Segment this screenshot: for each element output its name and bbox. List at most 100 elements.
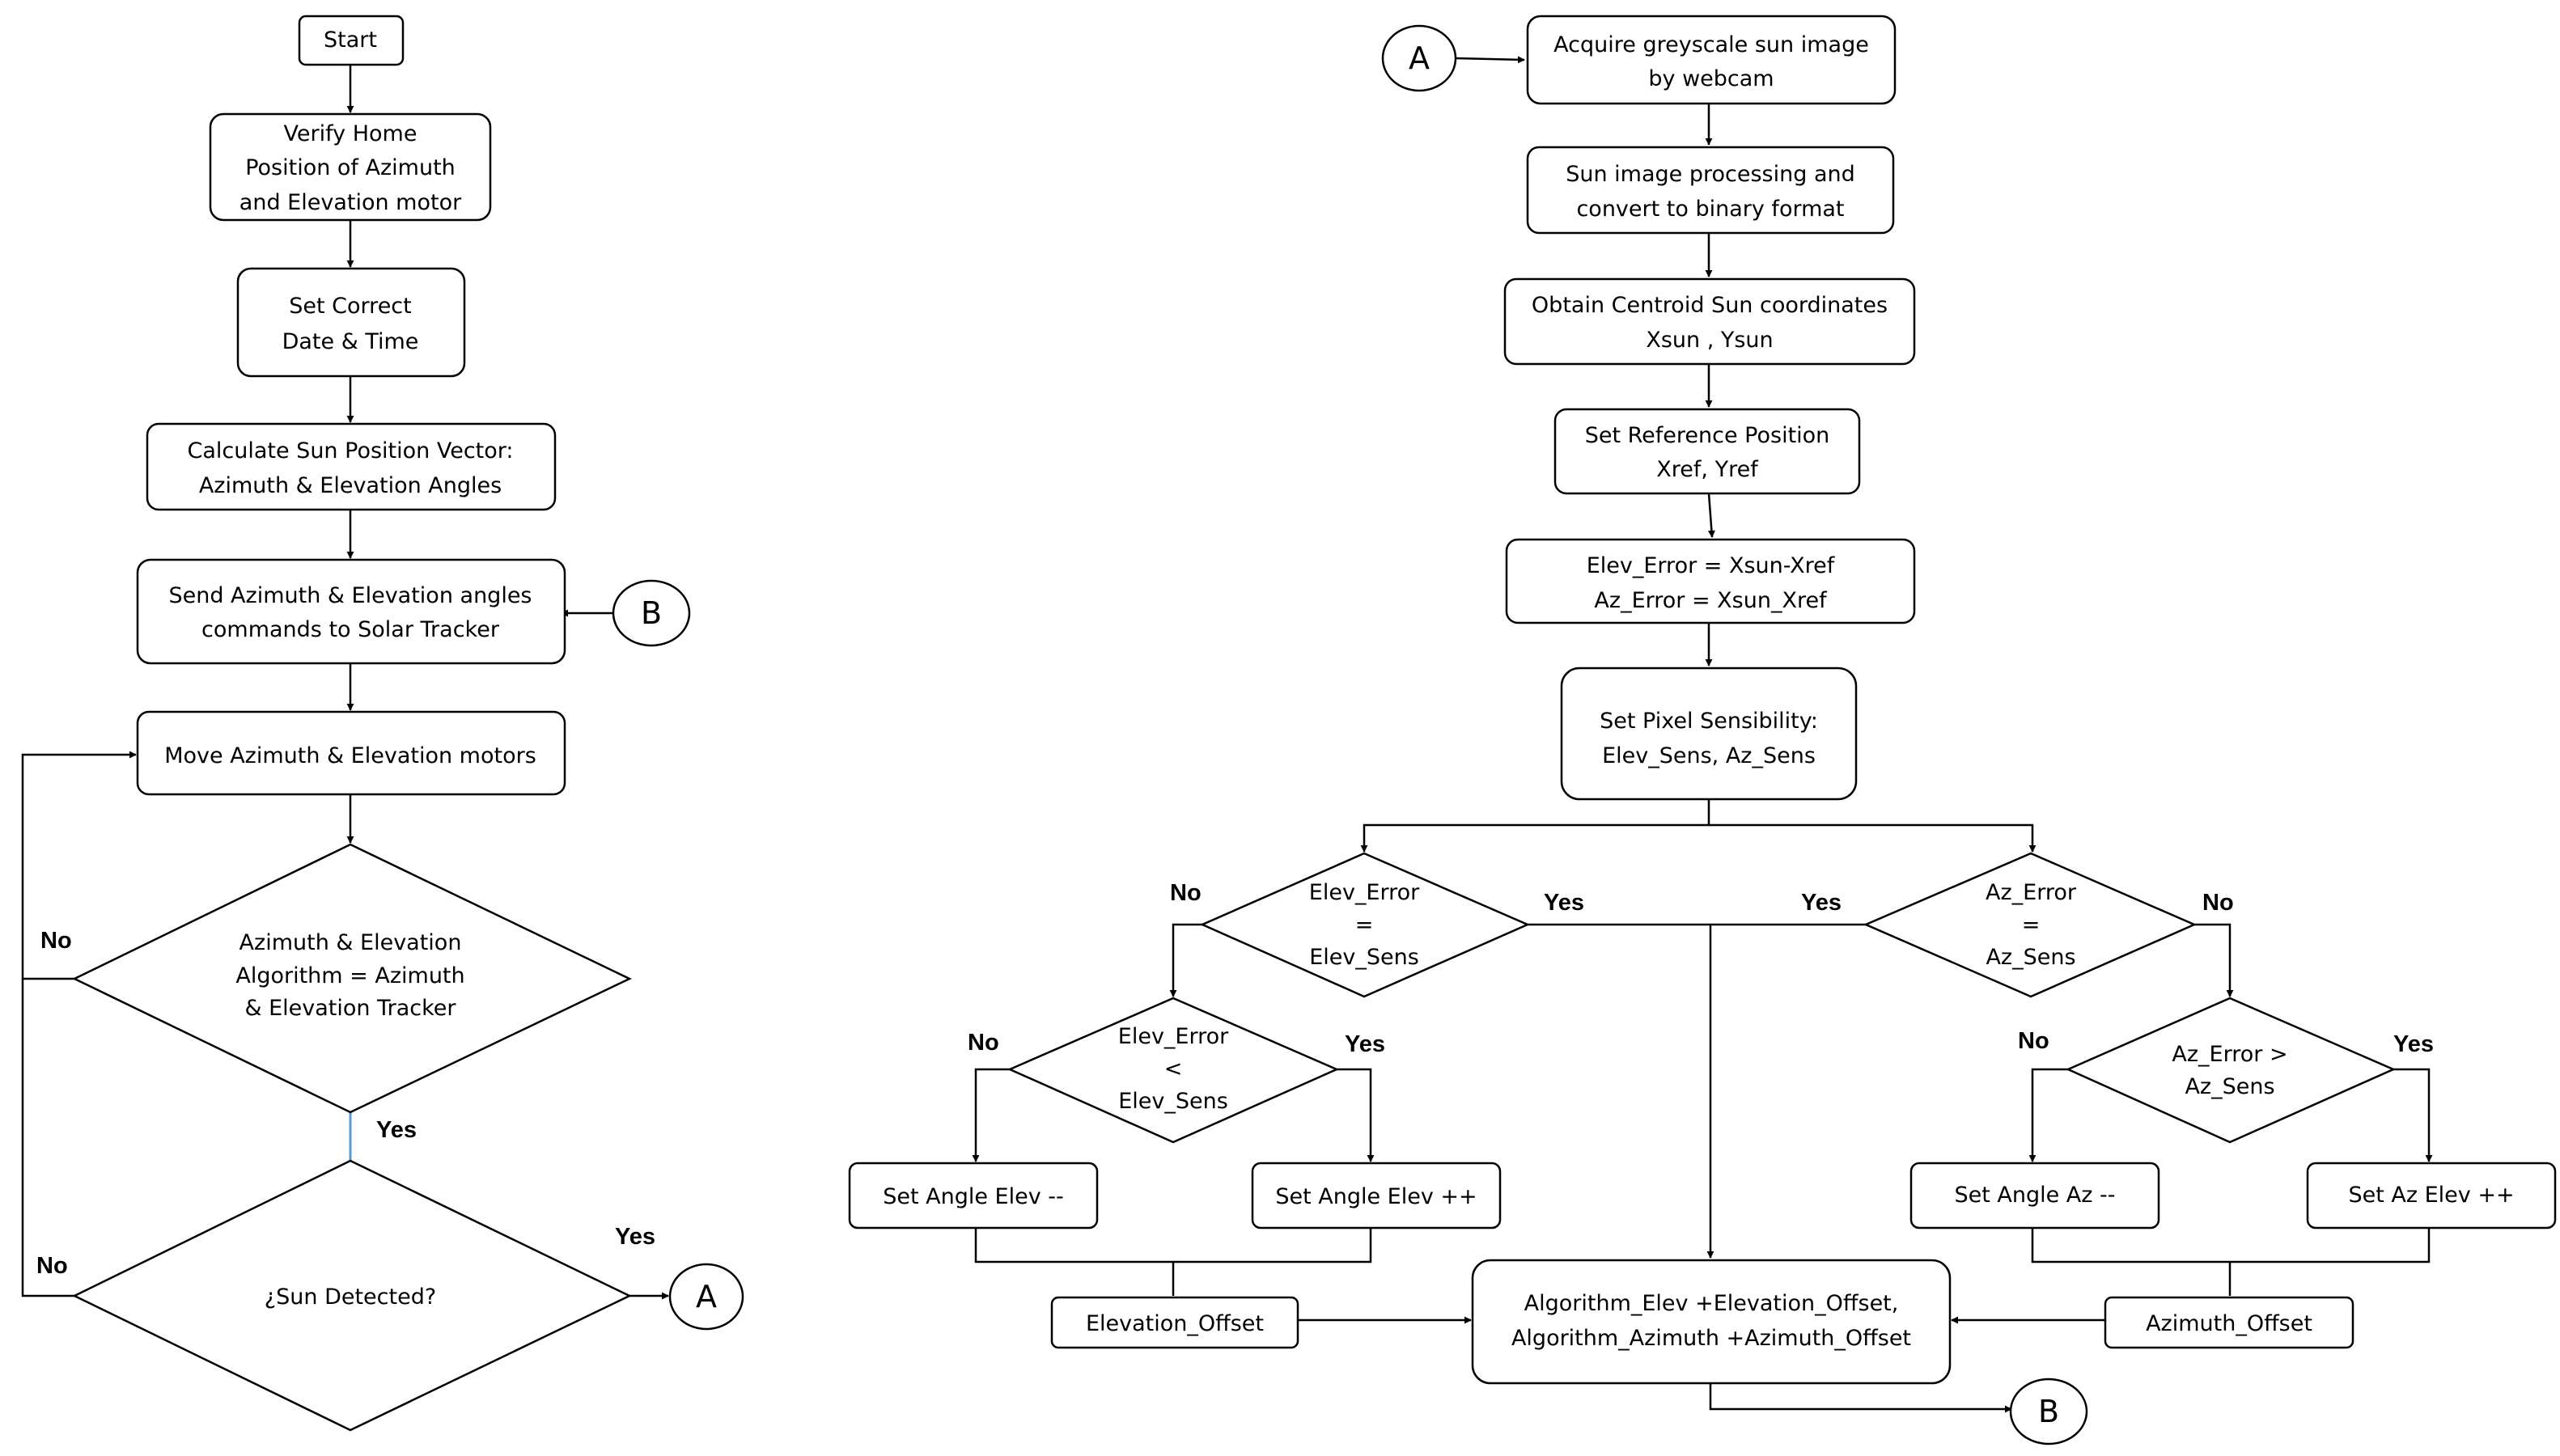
svg-text:Set Pixel Sensibility:: Set Pixel Sensibility:: [1600, 709, 1818, 734]
svg-text:Verify Home: Verify Home: [284, 121, 417, 146]
svg-text:Elev_Sens: Elev_Sens: [1309, 945, 1419, 970]
verify-home-box: Verify Home Position of Azimuth and Elev…: [209, 112, 492, 222]
elev-less-decision: Elev_Error < Elev_Sens: [1007, 997, 1340, 1144]
svg-text:<: <: [1164, 1056, 1183, 1081]
svg-text:commands to Solar Tracker: commands to Solar Tracker: [201, 617, 500, 642]
svg-text:Az_Error = Xsun_Xref: Az_Error = Xsun_Xref: [1594, 588, 1828, 613]
connector-b-left: B: [612, 579, 691, 647]
svg-text:Elev_Sens, Az_Sens: Elev_Sens, Az_Sens: [1602, 743, 1816, 768]
set-az-minus-box: Set Angle Az --: [1909, 1162, 2160, 1230]
svg-text:and Elevation motor: and Elevation motor: [239, 190, 462, 215]
algorithm-decision: Azimuth & Elevation Algorithm = Azimuth …: [72, 843, 632, 1114]
svg-text:Elev_Error = Xsun-Xref: Elev_Error = Xsun-Xref: [1587, 553, 1836, 578]
loop-no-sun: [21, 979, 74, 1297]
svg-text:Algorithm_Azimuth +Azimuth_Of: Algorithm_Azimuth +Azimuth_Offset: [1511, 1326, 1911, 1351]
svg-text:=: =: [1355, 912, 1374, 938]
svg-text:Azimuth & Elevation Angles: Azimuth & Elevation Angles: [199, 473, 502, 498]
svg-text:Obtain Centroid Sun coordinat: Obtain Centroid Sun coordinates: [1532, 293, 1888, 318]
arrow-az-gt-no: [2028, 1068, 2068, 1162]
centroid-box: Obtain Centroid Sun coordinates Xsun , Y…: [1503, 277, 1916, 366]
label-no-sun: No: [36, 1253, 68, 1279]
svg-text:Elev_Error: Elev_Error: [1309, 880, 1420, 905]
label-no-algorithm: No: [40, 928, 72, 954]
sensibility-box: Set Pixel Sensibility: Elev_Sens, Az_Sen…: [1560, 667, 1858, 801]
svg-text:B: B: [641, 595, 662, 631]
label-no-az-equal: No: [2202, 890, 2234, 916]
left-connectors: [21, 65, 669, 1300]
elevation-offset-box: Elevation_Offset: [1050, 1296, 1299, 1349]
acquire-image-box: Acquire greyscale sun image by webcam: [1526, 15, 1897, 105]
svg-text:Az_Sens: Az_Sens: [2185, 1074, 2274, 1099]
az-greater-decision: Az_Error > Az_Sens: [2065, 997, 2397, 1144]
label-yes-az-equal: Yes: [1801, 890, 1842, 916]
svg-text:Elevation_Offset: Elevation_Offset: [1086, 1311, 1264, 1336]
reference-position-box: Set Reference Position Xref, Yref: [1553, 408, 1861, 495]
svg-text:B: B: [2038, 1394, 2059, 1429]
azimuth-offset-box: Azimuth_Offset: [2104, 1296, 2354, 1349]
svg-text:Sun image processing and: Sun image processing and: [1566, 162, 1855, 187]
arrow-az-gt-yes: [2393, 1068, 2433, 1162]
svg-text:convert to binary format: convert to binary format: [1576, 197, 1844, 222]
merge-az-sets: [2031, 1228, 2431, 1263]
sun-detected-decision: ¿Sun Detected?: [72, 1159, 632, 1432]
start-label: Start: [324, 28, 377, 53]
label-yes-elev-equal: Yes: [1544, 890, 1584, 916]
arrow-elev-eq-no: [1169, 923, 1202, 997]
arrow-elev-lt-no: [972, 1068, 1010, 1162]
merge-elev-sets: [974, 1228, 1372, 1263]
svg-text:Set Angle Az --: Set Angle Az --: [1954, 1183, 2115, 1208]
arrow-az-eq-no: [2194, 923, 2234, 997]
loop-no-algorithm: [21, 751, 137, 980]
svg-text:Xref, Yref: Xref, Yref: [1656, 457, 1759, 482]
svg-text:Move Azimuth & Elevation moto: Move Azimuth & Elevation motors: [164, 743, 536, 768]
elev-equal-decision: Elev_Error = Elev_Sens: [1199, 852, 1531, 998]
svg-text:A: A: [1409, 40, 1430, 76]
set-elev-plus-box: Set Angle Elev ++: [1251, 1162, 1502, 1230]
set-elev-minus-box: Set Angle Elev --: [848, 1162, 1099, 1230]
arrow-sens-to-az-eq: [1709, 823, 2037, 853]
svg-text:Algorithm = Azimuth: Algorithm = Azimuth: [235, 963, 464, 988]
svg-text:Set Angle Elev ++: Set Angle Elev ++: [1275, 1184, 1477, 1209]
label-yes-elev-less: Yes: [1345, 1031, 1385, 1057]
svg-text:Calculate Sun Position Vector:: Calculate Sun Position Vector:: [188, 438, 514, 463]
connector-a-left: A: [668, 1263, 744, 1331]
svg-text:Azimuth_Offset: Azimuth_Offset: [2146, 1311, 2312, 1336]
arrow-elev-yes-to-final: [1528, 923, 1714, 1259]
label-no-elev-equal: No: [1170, 880, 1202, 906]
right-connectors: [972, 56, 2433, 1413]
label-yes-sun: Yes: [615, 1224, 655, 1250]
arrow-sens-to-elev-eq: [1360, 799, 1710, 853]
label-no-elev-less: No: [968, 1030, 999, 1056]
set-date-box: Set Correct Date & Time: [236, 267, 466, 378]
right-flowchart: A Acquire greyscale sun image by webcam …: [848, 15, 2557, 1445]
svg-text:Az_Error >: Az_Error >: [2172, 1042, 2287, 1067]
svg-text:Set Angle Elev --: Set Angle Elev --: [883, 1184, 1064, 1209]
label-yes-algorithm: Yes: [376, 1117, 417, 1143]
arrow-final-to-b: [1709, 1383, 2012, 1413]
connector-a-right: A: [1381, 24, 1457, 92]
svg-text:¿Sun Detected?: ¿Sun Detected?: [265, 1285, 436, 1310]
svg-text:Set Reference Position: Set Reference Position: [1585, 423, 1830, 448]
az-equal-decision: Az_Error = Az_Sens: [1863, 852, 2198, 998]
label-no-az-greater: No: [2018, 1028, 2049, 1054]
set-az-plus-box: Set Az Elev ++: [2306, 1162, 2557, 1230]
svg-text:Azimuth & Elevation: Azimuth & Elevation: [239, 930, 462, 955]
svg-text:Position of Azimuth: Position of Azimuth: [245, 155, 456, 180]
final-algorithm-box: Algorithm_Elev +Elevation_Offset, Algori…: [1471, 1259, 1952, 1385]
svg-text:Elev_Error: Elev_Error: [1118, 1024, 1229, 1049]
svg-text:Xsun , Ysun: Xsun , Ysun: [1646, 328, 1773, 353]
start-terminal: Start: [298, 15, 405, 66]
connector-b-right: B: [2009, 1378, 2088, 1445]
arrow-reference-to-errors: [1707, 493, 1715, 538]
errors-box: Elev_Error = Xsun-Xref Az_Error = Xsun_X…: [1505, 538, 1916, 624]
left-flowchart: Start Verify Home Position of Azimuth an…: [21, 15, 744, 1432]
svg-text:Set Az Elev ++: Set Az Elev ++: [2348, 1183, 2514, 1208]
svg-text:A: A: [696, 1279, 717, 1314]
process-image-box: Sun image processing and convert to bina…: [1526, 146, 1895, 235]
arrow-a-to-acquire: [1455, 56, 1525, 64]
move-motors-box: Move Azimuth & Elevation motors: [136, 710, 566, 796]
svg-text:by webcam: by webcam: [1648, 66, 1774, 91]
svg-text:Acquire greyscale sun image: Acquire greyscale sun image: [1553, 32, 1869, 57]
svg-text:Az_Sens: Az_Sens: [1986, 945, 2075, 970]
